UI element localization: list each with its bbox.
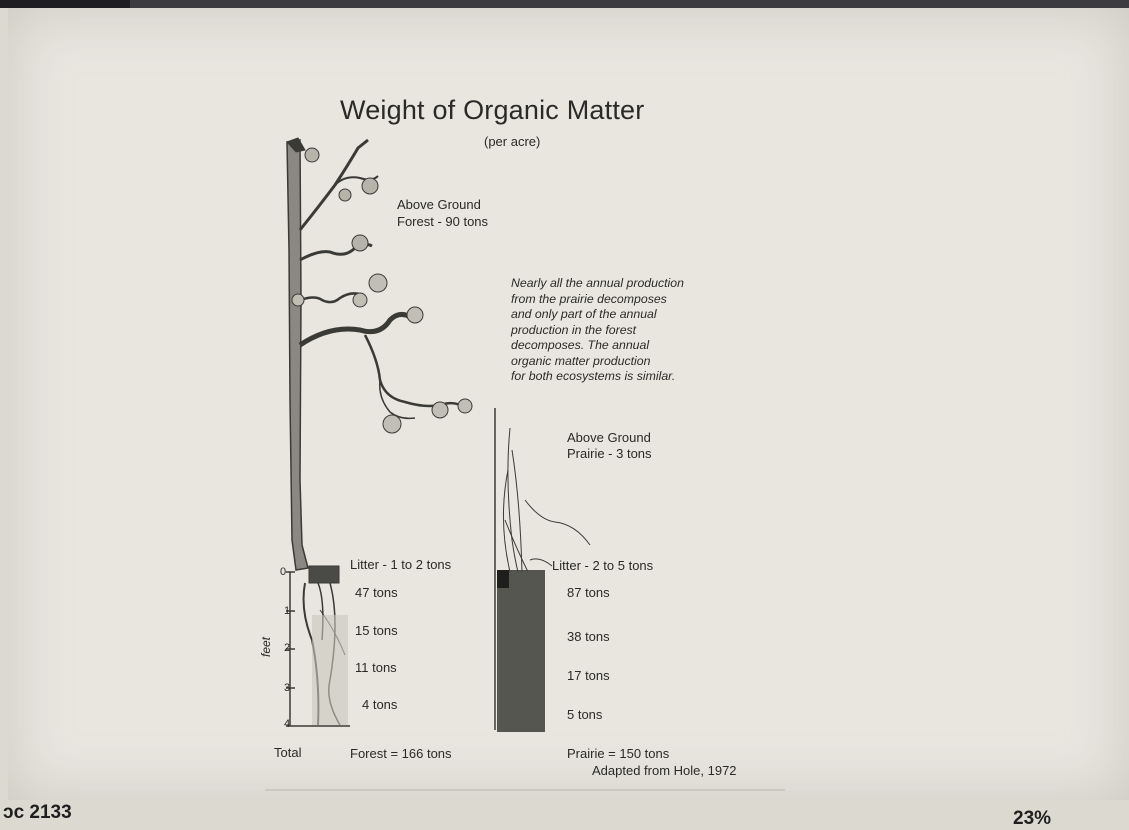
prairie-layer-2: 17 tons bbox=[567, 668, 610, 683]
note-line: production in the forest bbox=[511, 323, 684, 339]
total-label: Total bbox=[274, 745, 301, 760]
prairie-litter-label: Litter - 2 to 5 tons bbox=[552, 558, 653, 573]
note-line: from the prairie decomposes bbox=[511, 292, 684, 308]
forest-total: Forest = 166 tons bbox=[350, 746, 452, 761]
prairie-layer-0: 87 tons bbox=[567, 585, 610, 600]
note-line: and only part of the annual bbox=[511, 307, 684, 323]
depth-tick-0: 0 bbox=[280, 566, 286, 578]
forest-layer-0: 47 tons bbox=[355, 585, 398, 600]
forest-litter-label: Litter - 1 to 2 tons bbox=[350, 557, 451, 572]
note-line: decomposes. The annual bbox=[511, 338, 684, 354]
slide-subtitle: (per acre) bbox=[484, 134, 540, 149]
source-credit: Adapted from Hole, 1972 bbox=[592, 763, 737, 778]
depth-tick-2: 2 bbox=[284, 642, 290, 654]
forest-above-value: Forest - 90 tons bbox=[397, 214, 488, 229]
slide-title: Weight of Organic Matter bbox=[340, 95, 644, 126]
forest-layer-3: 4 tons bbox=[362, 697, 397, 712]
prairie-above-label: Above Ground bbox=[567, 430, 651, 445]
forest-above-label: Above Ground bbox=[397, 197, 481, 212]
depth-tick-4: 4 bbox=[284, 718, 290, 730]
note-line: for both ecosystems is similar. bbox=[511, 369, 684, 385]
prairie-layer-1: 38 tons bbox=[567, 629, 610, 644]
depth-axis-label: feet bbox=[259, 637, 273, 657]
note-line: organic matter production bbox=[511, 354, 684, 370]
prairie-layer-3: 5 tons bbox=[567, 707, 602, 722]
prairie-above-value: Prairie - 3 tons bbox=[567, 446, 652, 461]
forest-layer-2: 11 tons bbox=[355, 660, 397, 675]
footer-left-text: ɔc 2133 bbox=[3, 802, 72, 824]
annotation-note: Nearly all the annual production from th… bbox=[511, 276, 684, 385]
depth-tick-3: 3 bbox=[284, 682, 290, 694]
note-line: Nearly all the annual production bbox=[511, 276, 684, 292]
depth-tick-1: 1 bbox=[284, 605, 290, 617]
prairie-total: Prairie = 150 tons bbox=[567, 746, 669, 761]
forest-layer-1: 15 tons bbox=[355, 623, 398, 638]
